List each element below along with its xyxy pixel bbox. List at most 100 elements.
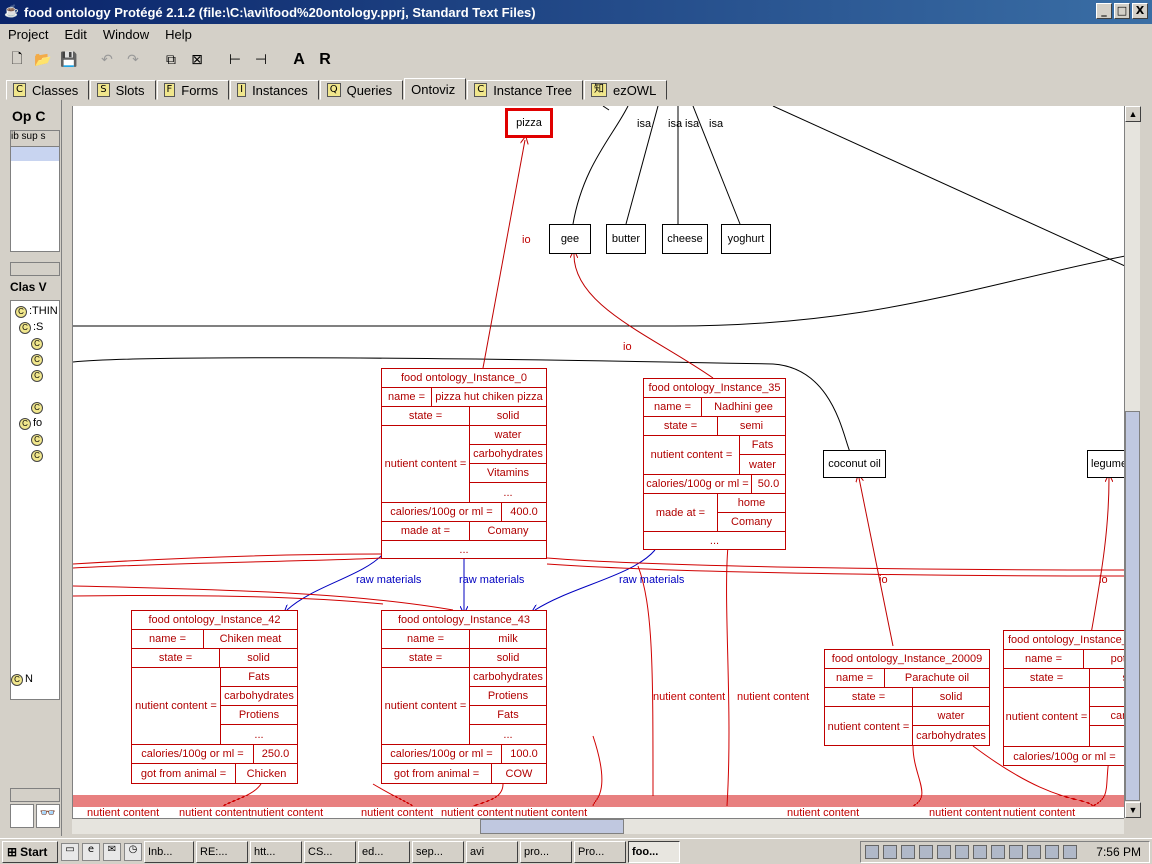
class-node-pizza[interactable]: pizza bbox=[505, 108, 553, 138]
class-icon: C bbox=[31, 354, 43, 366]
taskbar-button-re[interactable]: RE:... bbox=[196, 840, 248, 863]
close-button[interactable]: X bbox=[1132, 3, 1148, 19]
class-node-yoghurt[interactable]: yoghurt bbox=[721, 224, 771, 254]
instance-node-20009[interactable]: food ontology_Instance_20009 name =Parac… bbox=[824, 649, 990, 746]
open-folder-icon[interactable]: 📂 bbox=[34, 52, 52, 68]
tray-icon[interactable] bbox=[937, 845, 951, 859]
slot-value: solid bbox=[939, 691, 963, 703]
quicklaunch-app-icon[interactable]: ◷ bbox=[124, 842, 142, 861]
tab-instances[interactable]: I Instances bbox=[230, 80, 319, 100]
new-file-icon[interactable]: 🗋 bbox=[11, 51, 23, 67]
scroll-down-arrow-icon[interactable]: ▼ bbox=[1125, 802, 1141, 818]
protege-app-icon: ☕ bbox=[4, 4, 19, 18]
ontoviz-canvas[interactable]: pizza gee butter cheese yoghurt coconut … bbox=[72, 106, 1124, 818]
title-bar: ☕ food ontology Protégé 2.1.2 (file:\C:\… bbox=[0, 0, 1152, 24]
taskbar-button-http[interactable]: htt... bbox=[250, 840, 302, 863]
scroll-up-arrow-icon[interactable]: ▲ bbox=[1125, 106, 1141, 122]
quicklaunch-desktop-icon[interactable]: ▭ bbox=[61, 842, 79, 861]
maximize-button[interactable]: □ bbox=[1114, 3, 1130, 19]
tray-icon[interactable] bbox=[919, 845, 933, 859]
vscroll-thumb[interactable] bbox=[1125, 411, 1140, 801]
tree-item[interactable]: C bbox=[31, 401, 45, 414]
tab-queries[interactable]: Q Queries bbox=[319, 80, 404, 100]
tab-label: Instance Tree bbox=[493, 82, 572, 98]
tray-icon[interactable] bbox=[973, 845, 987, 859]
class-node-legume[interactable]: legume bbox=[1087, 450, 1124, 478]
taskbar-button-food[interactable]: foo... bbox=[628, 840, 680, 863]
tab-ontoviz[interactable]: Ontoviz bbox=[404, 78, 467, 100]
tab-slots[interactable]: S Slots bbox=[90, 80, 156, 100]
menu-edit[interactable]: Edit bbox=[64, 26, 87, 42]
tray-icon[interactable] bbox=[1045, 845, 1059, 859]
tab-instance-tree[interactable]: C Instance Tree bbox=[467, 80, 583, 100]
class-node-gee[interactable]: gee bbox=[549, 224, 591, 254]
hscroll-thumb[interactable] bbox=[480, 819, 624, 834]
tray-icon[interactable] bbox=[901, 845, 915, 859]
config-table[interactable]: ib sup s bbox=[10, 130, 60, 252]
copy-windows-icon[interactable]: ⧉ bbox=[166, 52, 176, 68]
tray-icon[interactable] bbox=[865, 845, 879, 859]
tree-icon[interactable]: ⊢ bbox=[228, 52, 242, 68]
instance-node-partial[interactable]: food ontology_Instance_ name =pota state… bbox=[1003, 630, 1124, 766]
canvas-vscrollbar[interactable]: ▲ ▼ bbox=[1124, 106, 1141, 818]
find-binoculars-icon[interactable]: 👓 bbox=[36, 804, 60, 828]
blank-button[interactable] bbox=[10, 804, 34, 828]
instance-node-35[interactable]: food ontology_Instance_35 name =Nadhini … bbox=[643, 378, 786, 550]
instance-title: food ontology_Instance_0 bbox=[401, 372, 527, 384]
r-button[interactable]: R bbox=[319, 51, 331, 68]
redo-icon[interactable]: ↷ bbox=[127, 52, 139, 68]
undo-icon[interactable]: ↶ bbox=[101, 52, 113, 68]
start-button[interactable]: ⊞Start bbox=[2, 840, 58, 863]
taskbar-button-inbox[interactable]: Inb... bbox=[144, 840, 194, 863]
tree-item[interactable]: C:S bbox=[19, 321, 43, 334]
config-hscrollbar[interactable] bbox=[10, 262, 60, 276]
menu-help[interactable]: Help bbox=[165, 26, 192, 42]
taskbar-button-sep[interactable]: sep... bbox=[412, 840, 464, 863]
slot-value: home bbox=[718, 494, 785, 513]
class-node-cheese[interactable]: cheese bbox=[662, 224, 708, 254]
tree-sort-icon[interactable]: ⊣ bbox=[254, 52, 268, 68]
taskbar-button-cs[interactable]: CS... bbox=[304, 840, 356, 863]
tray-icon[interactable] bbox=[955, 845, 969, 859]
config-table-row[interactable] bbox=[11, 147, 59, 161]
taskbar-button-avi[interactable]: avi bbox=[466, 840, 518, 863]
quicklaunch-outlook-icon[interactable]: ✉ bbox=[103, 842, 121, 861]
tree-item[interactable]: C bbox=[31, 369, 45, 382]
canvas-hscrollbar[interactable] bbox=[72, 818, 1124, 834]
taskbar-button-protege[interactable]: Pro... bbox=[574, 840, 626, 863]
instance-node-0[interactable]: food ontology_Instance_0 name =pizza hut… bbox=[381, 368, 547, 559]
tree-item[interactable]: C:THIN bbox=[15, 305, 58, 318]
tray-icon[interactable] bbox=[1009, 845, 1023, 859]
tab-classes[interactable]: C Classes bbox=[6, 80, 90, 100]
close-windows-icon[interactable]: ⊠ bbox=[191, 52, 203, 68]
class-node-butter[interactable]: butter bbox=[606, 224, 646, 254]
instance-node-42[interactable]: food ontology_Instance_42 name =Chiken m… bbox=[131, 610, 298, 784]
tab-forms[interactable]: F Forms bbox=[156, 80, 230, 100]
taskbar-button-ed[interactable]: ed... bbox=[358, 840, 410, 863]
a-button[interactable]: A bbox=[293, 51, 305, 68]
tray-icon[interactable] bbox=[883, 845, 897, 859]
taskbar-button-pro[interactable]: pro... bbox=[520, 840, 572, 863]
tree-hscrollbar[interactable] bbox=[10, 788, 60, 802]
tree-item[interactable]: C bbox=[31, 433, 45, 446]
menu-window[interactable]: Window bbox=[102, 26, 150, 42]
tray-icon[interactable] bbox=[1027, 845, 1041, 859]
edge-label-raw-materials: raw materials bbox=[619, 574, 685, 586]
quicklaunch-ie-icon[interactable]: e bbox=[82, 842, 100, 861]
tray-icon[interactable] bbox=[991, 845, 1005, 859]
tree-item[interactable]: C bbox=[31, 353, 45, 366]
tray-icon[interactable] bbox=[1063, 845, 1077, 859]
slot-value: 250.0 bbox=[261, 748, 290, 760]
tree-item[interactable]: C bbox=[31, 449, 45, 462]
save-icon[interactable]: 💾 bbox=[60, 52, 78, 68]
class-node-coconut-oil[interactable]: coconut oil bbox=[823, 450, 886, 478]
menu-project[interactable]: Project bbox=[8, 26, 49, 42]
minimize-button[interactable]: _ bbox=[1096, 3, 1112, 19]
class-browser-header: Clas V bbox=[10, 280, 47, 294]
tree-item[interactable]: C bbox=[31, 337, 45, 350]
tab-ezowl[interactable]: 知 ezOWL bbox=[583, 80, 668, 100]
instance-node-43[interactable]: food ontology_Instance_43 name =milk sta… bbox=[381, 610, 547, 784]
